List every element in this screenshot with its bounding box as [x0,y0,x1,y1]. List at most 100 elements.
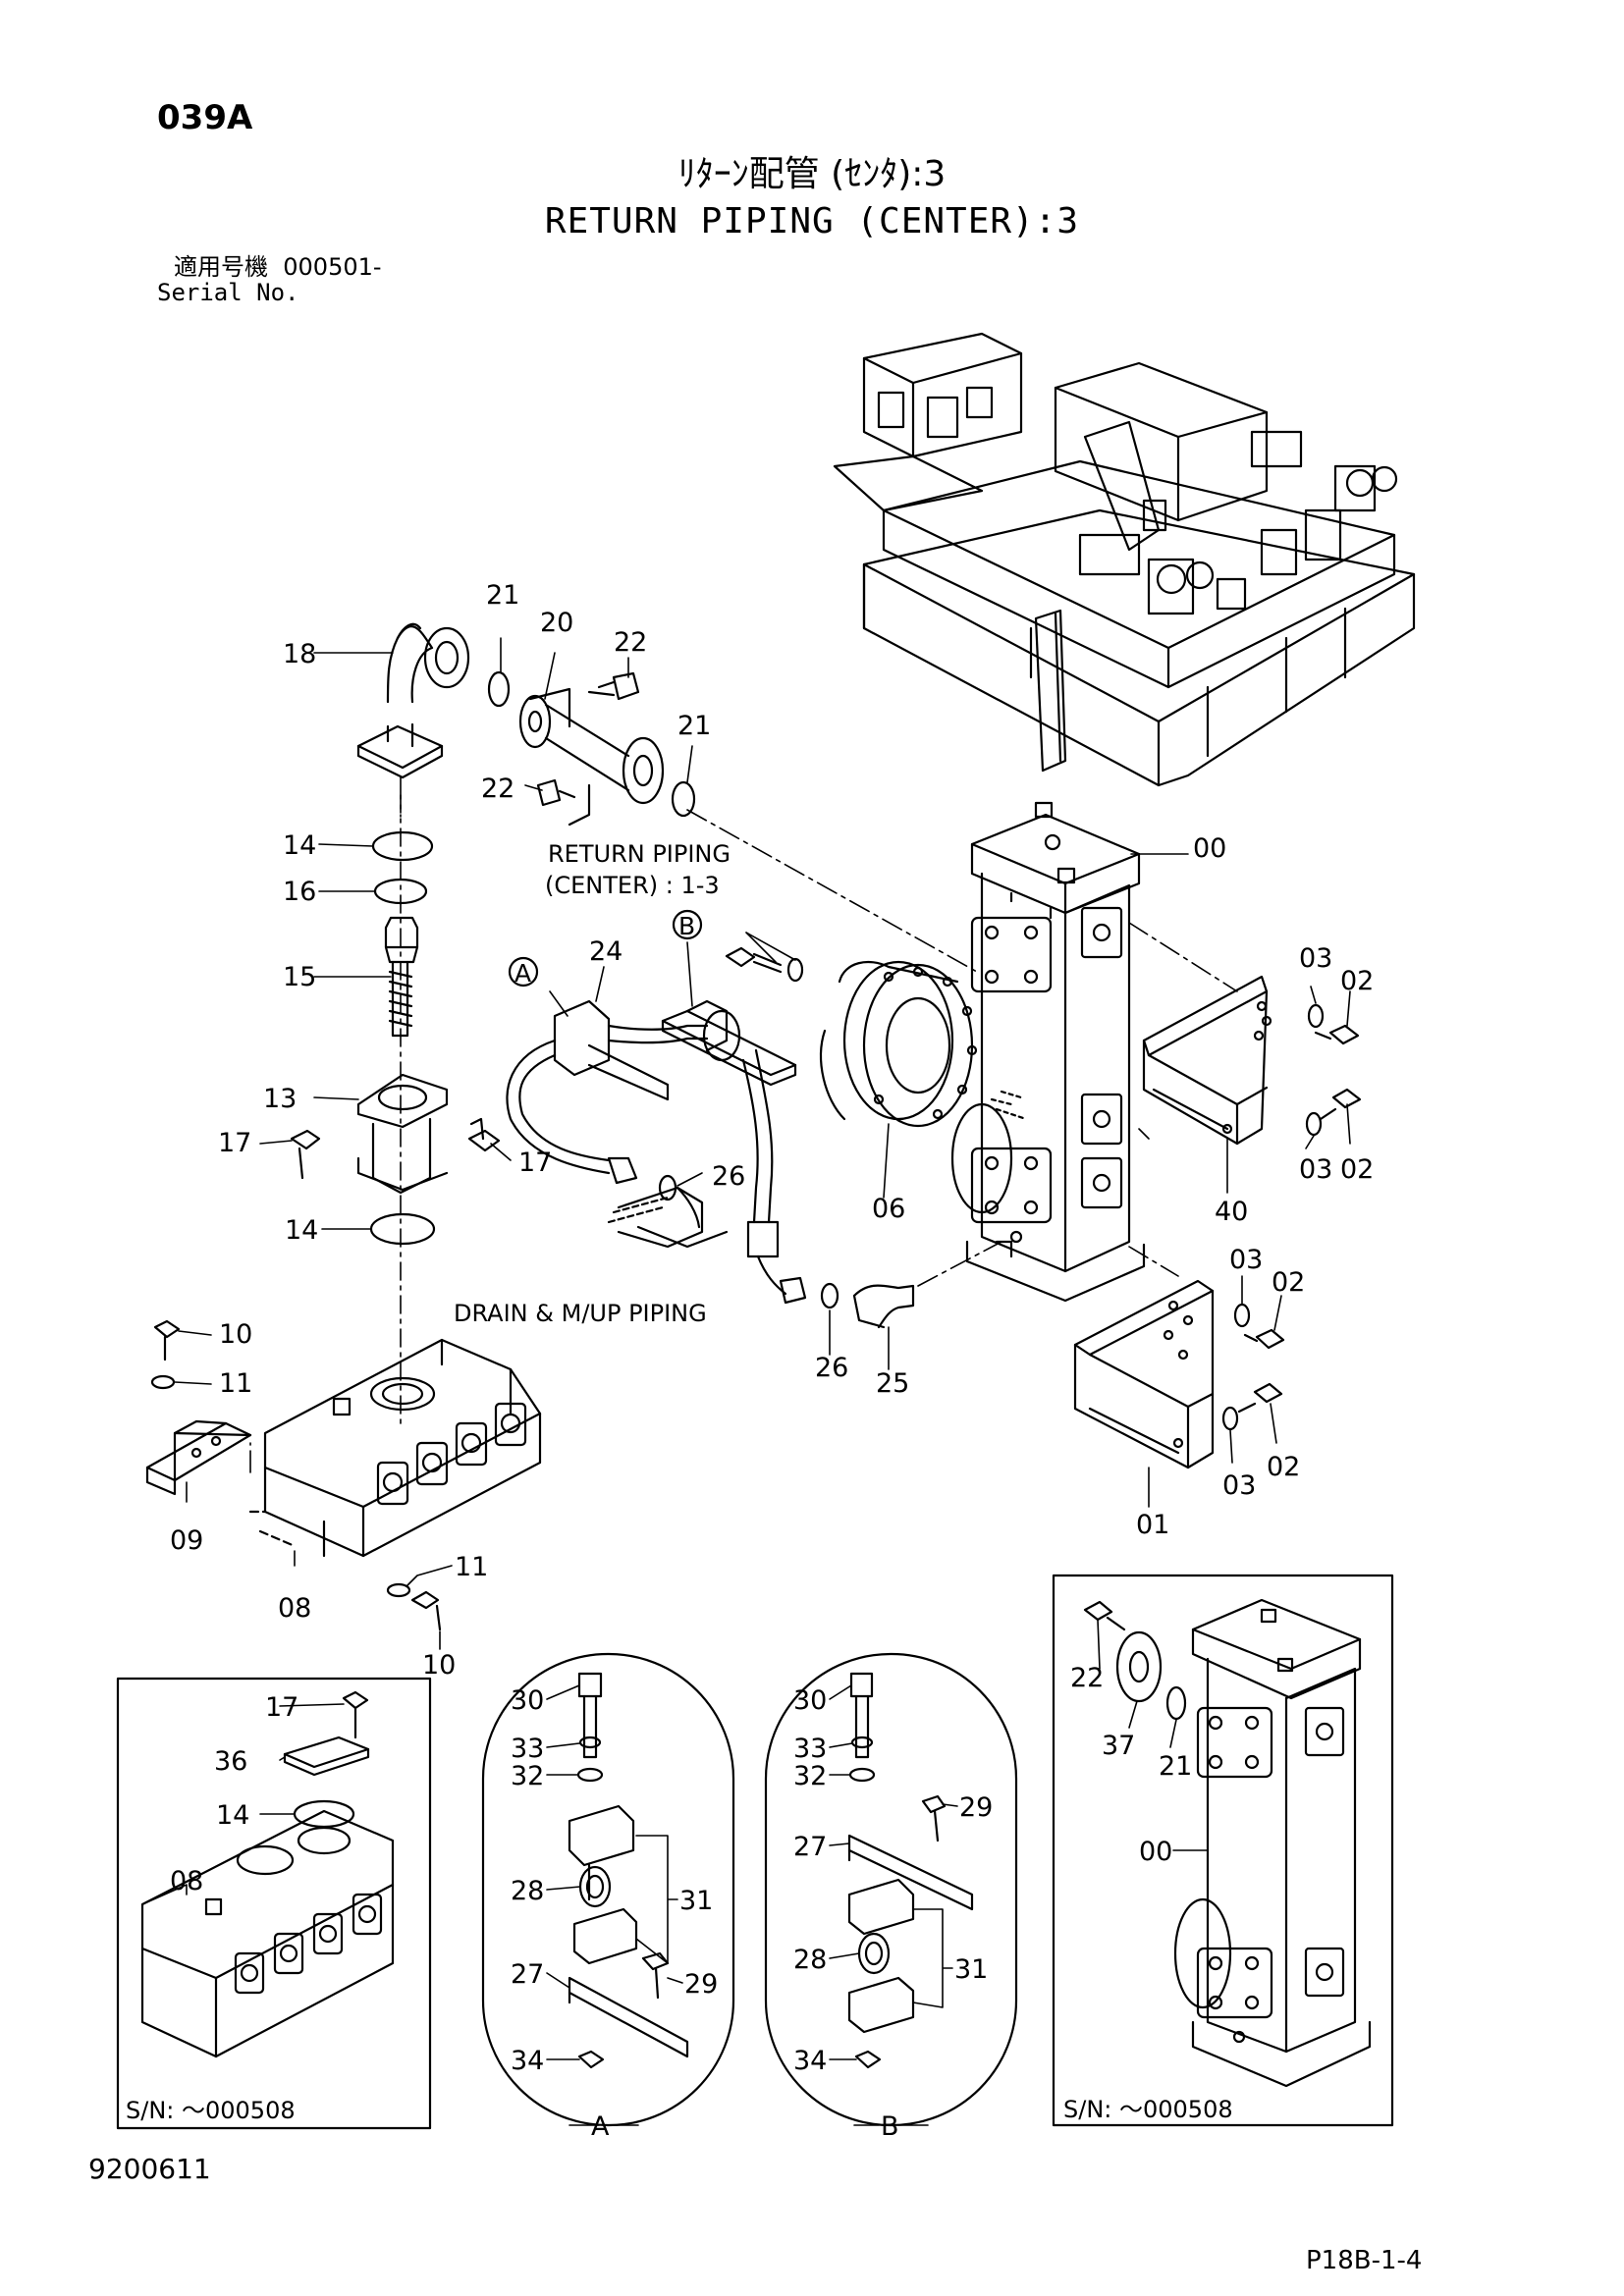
callout-a-label: A [514,959,531,988]
label-17-left: 17 [218,1128,251,1158]
detail-box-right [1052,1574,1394,2127]
label-22-lower: 22 [481,774,514,804]
serial-label-jp-text: 適用号機 [174,253,268,281]
label-03-b: 03 [1299,1154,1332,1185]
label-02-a: 02 [1340,966,1374,996]
bolt-02-a [1314,1024,1360,1045]
label-11-upper: 11 [219,1368,252,1399]
bolt-02-d [1237,1382,1283,1414]
bolt-22-upper [587,671,640,701]
detail-right-tank [1173,1598,1372,2088]
bolt-17-left [290,1129,321,1180]
label-28-a: 28 [511,1876,544,1906]
label-33-a: 33 [511,1734,544,1764]
label-34-b: 34 [793,2046,827,2076]
plug-15 [384,916,419,1038]
connection-lines [249,776,1238,1473]
bolt-17-right [467,1117,501,1152]
o-ring-14-lower [369,1212,436,1246]
o-ring-21-lower [671,780,696,818]
note-return-piping-line1: RETURN PIPING [548,840,731,868]
label-18: 18 [283,639,316,669]
label-26-upper: 26 [712,1161,745,1192]
label-17-right: 17 [518,1148,552,1178]
bolt-22-lower [536,778,576,807]
callout-b-bolt [725,946,804,983]
machine-overview-illustration [833,332,1416,787]
label-03-c: 03 [1229,1245,1263,1275]
label-08-detail: 08 [170,1866,203,1896]
pump-08 [248,1338,542,1558]
label-00: 00 [1193,833,1226,864]
label-30-b: 30 [793,1685,827,1716]
callout-b-label: B [678,912,695,940]
label-02-b: 02 [1340,1154,1374,1185]
label-32-b: 32 [793,1761,827,1791]
detail-right-flange-37 [1115,1630,1163,1703]
detail-right-o-ring-21 [1165,1685,1187,1721]
label-03-a: 03 [1299,943,1332,974]
label-22-detail: 22 [1070,1663,1104,1693]
detail-b-parts [847,1672,974,2069]
label-40: 40 [1215,1197,1248,1227]
washer-03-a [1307,1003,1325,1029]
label-37: 37 [1102,1731,1135,1761]
bracket-09 [145,1419,252,1496]
label-28-b: 28 [793,1945,827,1975]
title-english: RETURN PIPING (CENTER):3 [544,201,1080,241]
label-34-a: 34 [511,2046,544,2076]
o-ring-14-upper [371,830,434,862]
elbow-25 [852,1284,915,1329]
bolt-02-b [1319,1088,1362,1121]
flange-adapter-13 [356,1073,449,1195]
label-25: 25 [876,1368,909,1399]
note-drain-piping: DRAIN & M/UP PIPING [454,1300,707,1327]
label-06: 06 [872,1194,905,1224]
washer-03-c [1233,1303,1251,1328]
label-08: 08 [278,1593,311,1624]
note-sn-right: S/N: ～000508 [1063,2096,1233,2123]
serial-range: 000501- [283,253,382,281]
label-13: 13 [263,1084,297,1114]
label-20: 20 [540,608,573,638]
callout-a-circle [508,956,539,988]
label-21-detail: 21 [1159,1751,1192,1782]
label-21-upper: 21 [486,580,519,611]
label-24: 24 [589,936,623,967]
note-return-piping-line2: (CENTER) : 1-3 [545,872,720,899]
bolt-02-c [1243,1328,1285,1350]
serial-label-jp: 適用号機 000501- [174,255,382,279]
detail-b-oval [764,1652,1018,2127]
label-31-b: 31 [954,1954,988,1985]
label-14-detail: 14 [216,1800,249,1831]
label-01: 01 [1136,1510,1169,1540]
label-29-a: 29 [684,1969,718,2000]
flange-06 [819,960,978,1128]
detail-right-bolt-22 [1083,1600,1126,1631]
callout-b-circle [672,909,703,940]
label-14-upper: 14 [283,830,316,861]
straight-pipe-20 [518,687,665,827]
label-02-d: 02 [1267,1452,1300,1482]
label-10-upper: 10 [219,1319,252,1350]
detail-a-caption: A [591,2111,610,2142]
label-02-c: 02 [1272,1267,1305,1298]
label-36: 36 [214,1746,247,1777]
washer-03-d [1221,1406,1239,1431]
label-15: 15 [283,962,316,992]
label-00-detail: 00 [1139,1837,1172,1867]
bracket-01 [1073,1279,1215,1469]
note-sn-left: S/N: ～000508 [126,2097,296,2124]
bracket-40 [1142,975,1272,1146]
pipe-to-tank [741,1048,807,1305]
label-17-detail: 17 [265,1692,298,1723]
detail-left-o-ring-14 [293,1799,355,1829]
page-code: 039A [157,98,253,137]
drain-piping [607,1186,729,1249]
label-16: 16 [283,877,316,907]
tank-00 [950,801,1146,1303]
washer-26-upper [658,1174,677,1201]
washer-26-lower [820,1282,839,1309]
label-21-lower: 21 [677,711,711,741]
